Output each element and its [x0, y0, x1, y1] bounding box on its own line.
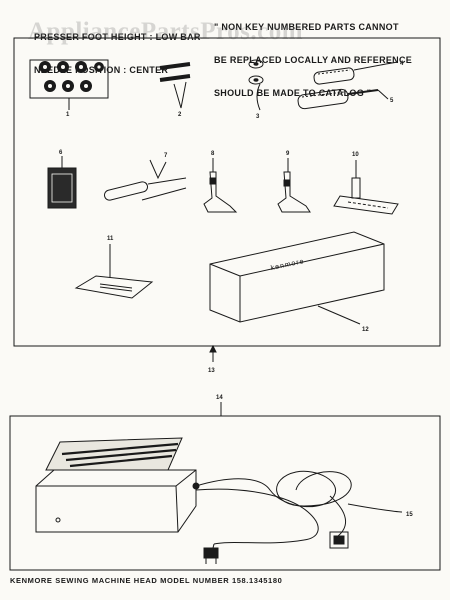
callout-15: 15 [406, 512, 413, 518]
part-6-needle-pack [47, 156, 77, 209]
part-8-presser-foot [203, 158, 238, 213]
presser-foot-height-text: PRESSER FOOT HEIGHT : LOW BAR [34, 32, 201, 42]
callout-8: 8 [211, 151, 215, 157]
foot-control-frame [9, 415, 441, 571]
callout-5: 5 [390, 98, 394, 104]
part-9-presser-foot [277, 158, 311, 213]
callout-6: 6 [59, 150, 63, 156]
callout-11: 11 [107, 236, 114, 242]
part-10-buttonhole-foot [333, 160, 399, 215]
part-11-throat-plate [74, 244, 154, 299]
callout-9: 9 [286, 151, 290, 157]
part-7-seam-ripper [104, 159, 187, 201]
accessories-frame [13, 37, 441, 347]
watermark: AppliancePartsPros.com [28, 18, 304, 45]
non-key-parts-line-1: " NON KEY NUMBERED PARTS CANNOT [214, 22, 399, 32]
arrow-13 [209, 344, 217, 353]
callout-10: 10 [352, 152, 359, 158]
callout-2: 2 [178, 112, 182, 118]
part-2-spool-pins [159, 62, 191, 109]
part-15-foot-controller [35, 437, 403, 564]
callout-7: 7 [164, 153, 168, 159]
box-brand-label: kenmore [270, 258, 305, 272]
callout-12: 12 [362, 327, 369, 333]
callout-4: 4 [400, 61, 404, 67]
callout-1: 1 [66, 112, 70, 118]
callout-13: 13 [208, 368, 215, 374]
model-footer: KENMORE SEWING MACHINE HEAD MODEL NUMBER… [10, 576, 283, 585]
part-5-screwdriver-large [297, 88, 389, 110]
callout-14: 14 [216, 395, 223, 401]
part-3-spool-discs [248, 59, 264, 111]
non-key-parts-line-3: SHOULD BE MADE TO CATALOG " [214, 88, 372, 98]
part-1-bobbins [29, 59, 109, 110]
callout-3: 3 [256, 114, 260, 120]
part-4-screwdriver-small [313, 61, 399, 85]
part-12-accessory-box [209, 231, 385, 325]
